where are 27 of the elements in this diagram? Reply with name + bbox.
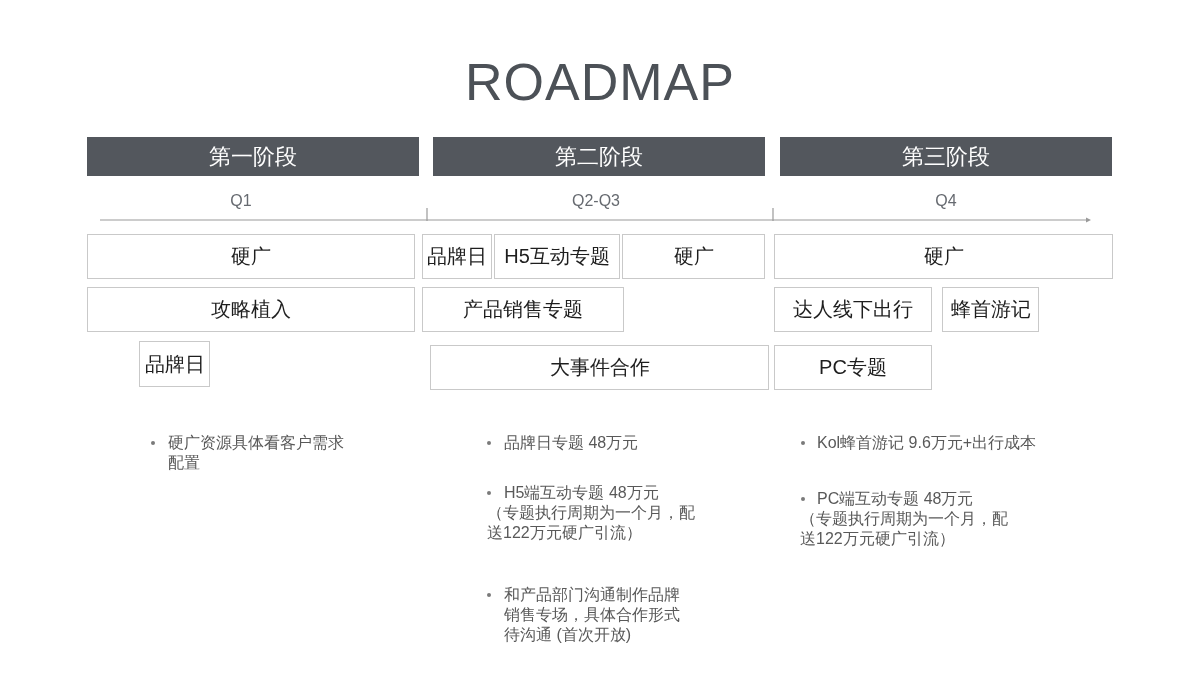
title-text: ROADMAP	[465, 53, 735, 111]
task-box: 硬广	[774, 234, 1113, 279]
task-box: 硬广	[622, 234, 765, 279]
task-box: 硬广	[87, 234, 415, 279]
quarter-label: Q4	[934, 191, 958, 211]
note-text: 硬广资源具体看客户需求配置	[168, 433, 345, 473]
note-text: H5端互动专题 48万元	[504, 483, 659, 503]
task-box: 攻略植入	[87, 287, 415, 332]
note-text: Kol蜂首游记 9.6万元+出行成本	[817, 433, 1037, 453]
note-text: 品牌日专题 48万元	[504, 433, 639, 453]
quarter-label: Q1	[229, 191, 253, 211]
task-box: 产品销售专题	[422, 287, 624, 332]
note-text: 和产品部门沟通制作品牌销售专场，具体合作形式待沟通 (首次开放)	[504, 585, 681, 645]
task-box: H5互动专题	[494, 234, 620, 279]
task-box: 品牌日	[139, 341, 210, 387]
task-box: PC专题	[774, 345, 932, 390]
note-text: （专题执行周期为一个月，配送122万元硬广引流）	[487, 503, 696, 543]
task-box: 大事件合作	[430, 345, 769, 390]
quarter-label: Q2-Q3	[571, 191, 621, 211]
phase-header-bar: 第二阶段	[433, 137, 765, 176]
task-box: 蜂首游记	[942, 287, 1039, 332]
phase-header-bar: 第三阶段	[780, 137, 1112, 176]
note-text: （专题执行周期为一个月，配送122万元硬广引流）	[800, 509, 1009, 549]
task-box: 品牌日	[422, 234, 492, 279]
task-box: 达人线下出行	[774, 287, 932, 332]
note-text: PC端互动专题 48万元	[817, 489, 974, 509]
phase-header-bar: 第一阶段	[87, 137, 419, 176]
